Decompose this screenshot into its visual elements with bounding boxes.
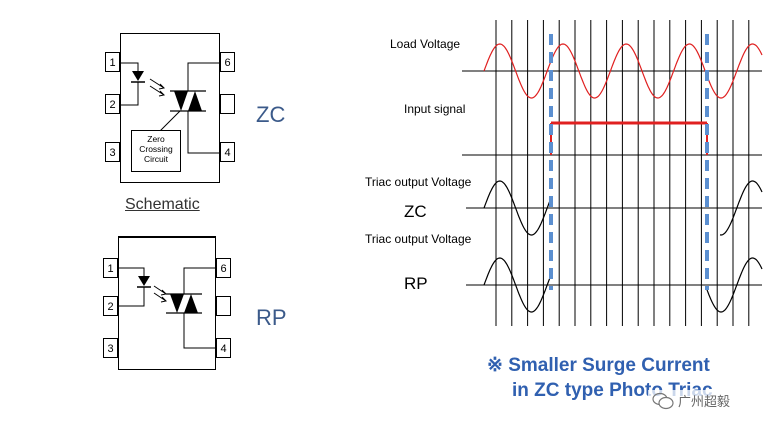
zero-crossing-line3: Circuit — [143, 154, 169, 164]
rp-pin-1: 1 — [103, 258, 118, 278]
zero-crossing-circuit: Zero Crossing Circuit — [131, 130, 181, 172]
triac-rp-label: Triac output Voltage — [365, 232, 472, 246]
rp-pin-6: 6 — [216, 258, 231, 278]
zc-pin-2: 2 — [105, 94, 120, 114]
triac-rp-wave-end — [706, 257, 763, 313]
zero-crossing-line1: Zero — [147, 134, 165, 144]
rp-pin-5 — [216, 296, 231, 316]
zc-pin-1: 1 — [105, 52, 120, 72]
rp-pin-3: 3 — [103, 338, 118, 358]
zc-pin-6: 6 — [220, 52, 235, 72]
rp-pin-2: 2 — [103, 296, 118, 316]
waveform-rp-tag: RP — [404, 274, 428, 293]
rp-type-label: RP — [256, 305, 287, 330]
triac-zc-label: Triac output Voltage — [365, 175, 472, 189]
load-voltage-label: Load Voltage — [390, 37, 461, 51]
zc-pin-4: 4 — [220, 142, 235, 162]
rp-pin-4: 4 — [216, 338, 231, 358]
watermark: 广州超毅 — [648, 390, 735, 411]
zc-circuit-diagram — [120, 62, 220, 154]
watermark-text: 广州超毅 — [678, 394, 731, 409]
input-signal-label: Input signal — [404, 102, 466, 116]
zc-pin-5 — [220, 94, 235, 114]
zc-type-label: ZC — [256, 102, 286, 127]
triac-rp-wave-start — [483, 257, 552, 313]
chat-bubble-icon — [652, 392, 674, 409]
triac-zc-wave-start — [483, 180, 552, 236]
zero-crossing-line2: Crossing — [139, 144, 173, 154]
note-line1: ※ Smaller Surge Current — [487, 355, 710, 376]
load-voltage-wave — [483, 43, 763, 99]
triac-zc-wave-end — [719, 180, 763, 236]
schematic-caption: Schematic — [125, 196, 200, 213]
rp-circuit-diagram — [118, 267, 216, 349]
waveform-zc-tag: ZC — [404, 202, 427, 221]
zc-pin-3: 3 — [105, 142, 120, 162]
